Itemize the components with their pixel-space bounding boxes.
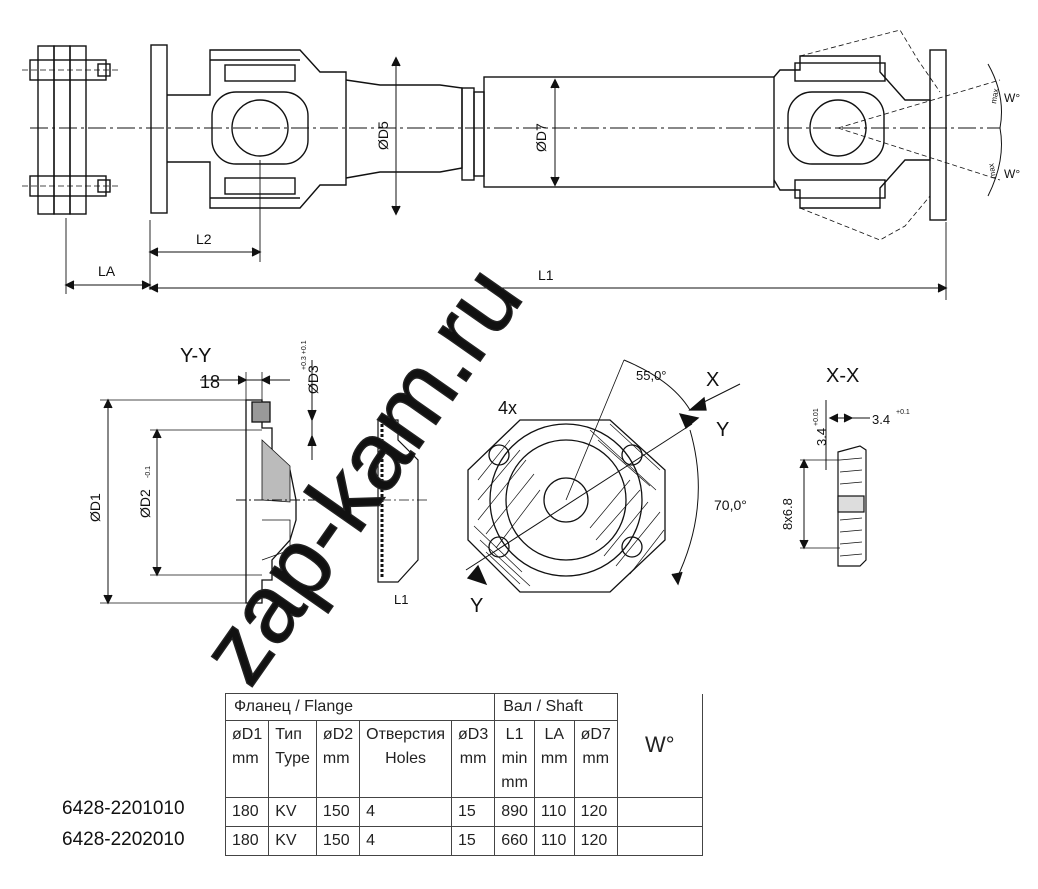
d1-label: ØD1 — [87, 493, 103, 522]
flange-front-view — [465, 359, 741, 593]
section-xx-title: X-X — [826, 365, 859, 387]
cell-d3: 15 — [450, 797, 496, 827]
cell-d3: 15 — [450, 826, 496, 856]
shaft-tube — [345, 76, 775, 188]
cell-d2: 150 — [315, 797, 361, 827]
watermark: zap-kam.ru — [180, 247, 543, 702]
l2-label: L2 — [196, 231, 212, 247]
left-counter-flange — [22, 45, 118, 215]
y-section-label-upper: Y — [716, 419, 729, 441]
w-lower-label: W° — [1004, 167, 1020, 181]
shaft-assembly-view — [22, 29, 1002, 300]
x-section-label: X — [706, 369, 719, 391]
cell-type: KV — [268, 797, 317, 827]
cell-holes: 4 — [359, 797, 452, 827]
cell-w — [616, 797, 703, 827]
cell-la: 110 — [533, 797, 575, 827]
w-header: W° — [616, 693, 703, 798]
max-upper-label: max — [989, 88, 1000, 104]
y-section-label-lower: Y — [470, 595, 483, 617]
d3-label: ØD3 — [305, 365, 321, 394]
part-number-2: 6428-2202010 — [62, 829, 185, 850]
cell-d1: 180 — [224, 826, 270, 856]
dim-18-label: 18 — [200, 372, 220, 392]
l1-label: L1 — [538, 267, 554, 283]
section-xx-view — [799, 400, 870, 567]
d2-tolerance: -0.1 — [145, 466, 152, 478]
angle-70-label: 70,0° — [714, 497, 747, 513]
w-upper-label: W° — [1004, 91, 1020, 105]
cell-holes: 4 — [359, 826, 452, 856]
la-label: LA — [98, 263, 116, 279]
cell-d2: 150 — [315, 826, 361, 856]
flange-header: Фланец / Flange — [224, 693, 496, 721]
cell-l1: 890 — [494, 797, 535, 827]
cell-d7: 120 — [573, 826, 618, 856]
d2-label: ØD2 — [137, 489, 153, 518]
left-flange — [150, 44, 168, 214]
cell-la: 110 — [533, 826, 575, 856]
dim-34-right-tol: +0.1 — [896, 409, 910, 416]
angle-55-label: 55,0° — [636, 368, 667, 383]
articulation-ghost — [799, 29, 1001, 241]
cell-type: KV — [268, 826, 317, 856]
dim-34-right-label: 3.4 — [872, 412, 890, 427]
splined-hub-section — [345, 419, 430, 583]
right-yoke — [773, 55, 931, 209]
cell-d7: 120 — [573, 797, 618, 827]
section-yy-title: Y-Y — [180, 345, 212, 367]
hub-l1-label: L1 — [394, 592, 408, 607]
spline-label: 8x6.8 — [780, 498, 795, 530]
d5-label: ØD5 — [375, 121, 391, 150]
d7-label: ØD7 — [533, 123, 549, 152]
table-row: 180 KV 150 4 15 890 110 120 — [224, 797, 703, 827]
cell-l1: 660 — [494, 826, 535, 856]
holes-count-label: 4x — [498, 398, 517, 418]
max-lower-label: max — [986, 163, 997, 179]
cell-d1: 180 — [224, 797, 270, 827]
dim-34-left-label: 3.4 — [814, 428, 829, 446]
section-yy-view — [100, 360, 320, 605]
d3-tolerance: +0.3 +0.1 — [301, 340, 308, 370]
table-row: 180 KV 150 4 15 660 110 120 — [224, 826, 703, 856]
part-number-1: 6428-2201010 — [62, 798, 185, 819]
shaft-header: Вал / Shaft — [494, 693, 618, 721]
left-yoke — [167, 49, 347, 209]
right-flange — [929, 49, 947, 221]
cell-w — [616, 826, 703, 856]
dim-34-left-tol: +0.01 — [813, 408, 820, 426]
